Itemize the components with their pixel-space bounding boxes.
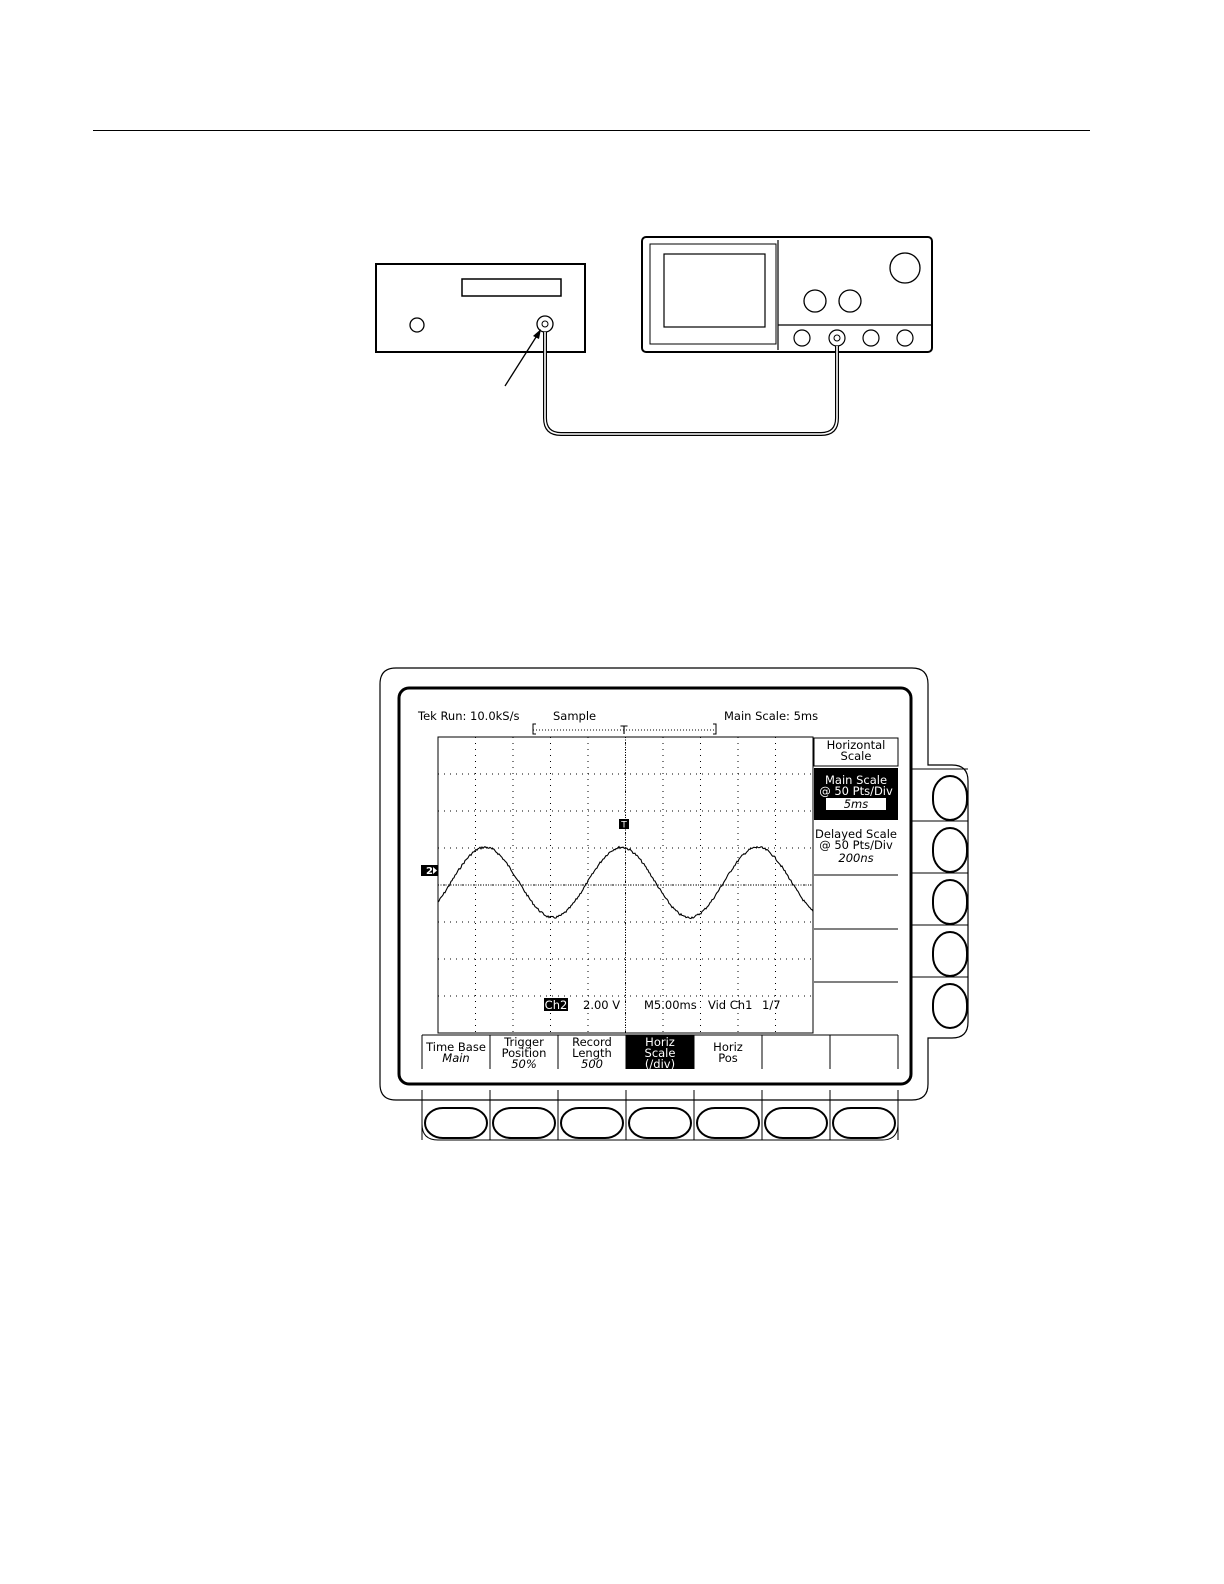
bottom-menu-item-4-line3: (/div) — [645, 1057, 675, 1071]
ch2-ground-marker: 2 — [421, 865, 438, 877]
readout-timebase: M5.00ms — [644, 998, 697, 1012]
readout-volts: 2.00 V — [583, 998, 620, 1012]
record-trigger-marker: T — [619, 723, 628, 737]
bottom-menu-item-1-line2: Main — [442, 1051, 469, 1065]
side-menu-item-1-line2: @ 50 Pts/Div — [819, 784, 893, 798]
readout-line: 1/7 — [762, 998, 781, 1012]
side-menu-item-2-value: 200ns — [838, 851, 873, 865]
side-menu-item-1-value: 5ms — [844, 797, 869, 811]
svg-text:2: 2 — [426, 866, 433, 877]
bottom-menu-item-2-line3: 50% — [511, 1057, 537, 1071]
main-scale-readout: Main Scale: 5ms — [724, 709, 818, 723]
trigger-point-marker: T — [619, 819, 629, 831]
svg-text:T: T — [620, 821, 627, 831]
acquisition-mode: Sample — [553, 709, 596, 723]
bottom-menu-item-5-line2: Pos — [718, 1051, 738, 1065]
bottom-menu-item-3-line3: 500 — [581, 1057, 603, 1071]
side-menu-item-2-line2: @ 50 Pts/Div — [819, 838, 893, 852]
readout-channel: Ch2 — [545, 998, 568, 1012]
side-menu-title-line2: Scale — [841, 749, 872, 763]
acquisition-status: Tek Run: 10.0kS/s — [417, 709, 519, 723]
readout-trigger: Vid Ch1 — [708, 998, 752, 1012]
